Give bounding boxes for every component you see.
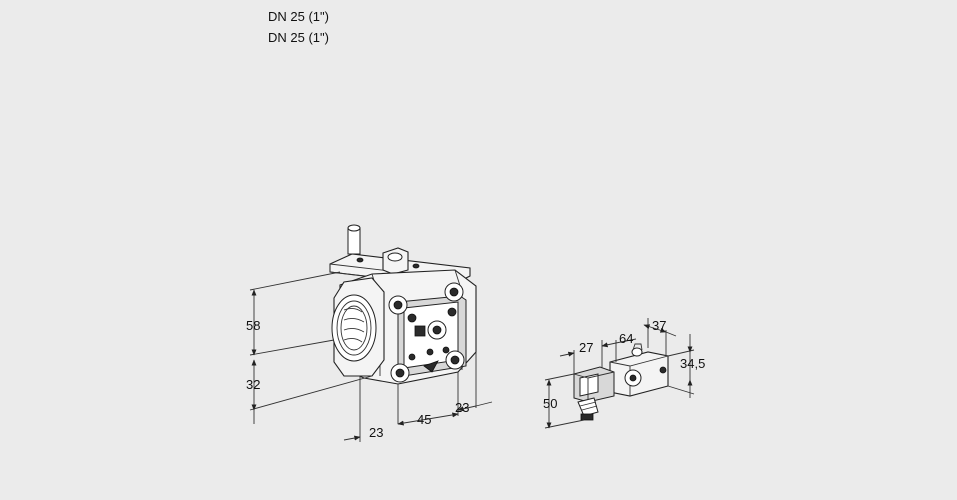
- dn-size-label-1: DN 25 (1"): [268, 9, 329, 24]
- bolt-top-right: [444, 282, 464, 302]
- title-block: DN 25 (1") DN 25 (1"): [268, 6, 329, 48]
- dim-valve-width-45: 45: [417, 412, 431, 427]
- dim-valve-width-23-front: 23: [369, 425, 383, 440]
- valve-dimension-lines: [249, 271, 493, 442]
- dim-solenoid-offset-27: 27: [579, 340, 593, 355]
- dn-size-label-2: DN 25 (1"): [268, 30, 329, 45]
- bolt-bottom-left: [390, 363, 410, 383]
- solenoid-actuator: [573, 343, 669, 421]
- dim-solenoid-width-37: 37: [652, 318, 666, 333]
- valve-body: [329, 224, 477, 385]
- bolt-bottom-right: [445, 350, 465, 370]
- dim-valve-width-23-side: 23: [455, 400, 469, 415]
- bolt-top-left: [388, 295, 408, 315]
- dim-solenoid-length-64: 64: [619, 331, 633, 346]
- solenoid-dimension-lines: [544, 318, 695, 429]
- dim-solenoid-height-50: 50: [543, 396, 557, 411]
- dim-valve-height-58: 58: [246, 318, 260, 333]
- dim-valve-height-32: 32: [246, 377, 260, 392]
- dim-solenoid-depth-34-5: 34,5: [680, 356, 705, 371]
